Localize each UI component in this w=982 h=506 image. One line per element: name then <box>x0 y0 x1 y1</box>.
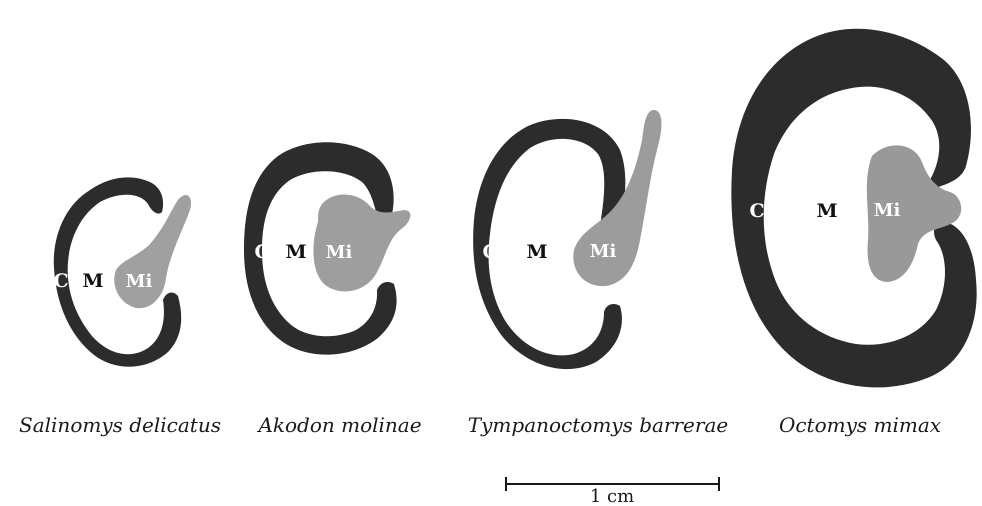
cortex-label: C <box>254 241 269 263</box>
medulla-label: M <box>816 200 837 222</box>
inner-medulla-label: Mi <box>326 242 353 263</box>
medulla-label: M <box>82 270 103 292</box>
kidney-octomys: C M Mi <box>731 29 976 388</box>
scale-bar-label: 1 cm <box>590 486 634 506</box>
medulla-label: M <box>285 241 306 263</box>
kidney-salinomys: C M Mi <box>53 177 191 366</box>
species-name-akodon: Akodon molinae <box>256 413 421 437</box>
inner-medulla-label: Mi <box>590 241 617 262</box>
cortex-label: C <box>53 270 68 292</box>
inner-medulla-label: Mi <box>874 200 901 221</box>
kidney-akodon: C M Mi <box>244 142 410 354</box>
scale-bar: 1 cm <box>505 477 720 506</box>
cortex-label: C <box>482 241 497 263</box>
cortex-label: C <box>749 200 764 222</box>
species-name-salinomys: Salinomys delicatus <box>19 413 221 437</box>
species-name-tympanoctomys: Tympanoctomys barrerae <box>468 413 728 437</box>
kidney-tympanoctomys: C M Mi <box>473 110 661 369</box>
inner-medulla-label: Mi <box>126 271 153 292</box>
medulla-label: M <box>526 241 547 263</box>
species-name-octomys: Octomys mimax <box>779 413 941 437</box>
